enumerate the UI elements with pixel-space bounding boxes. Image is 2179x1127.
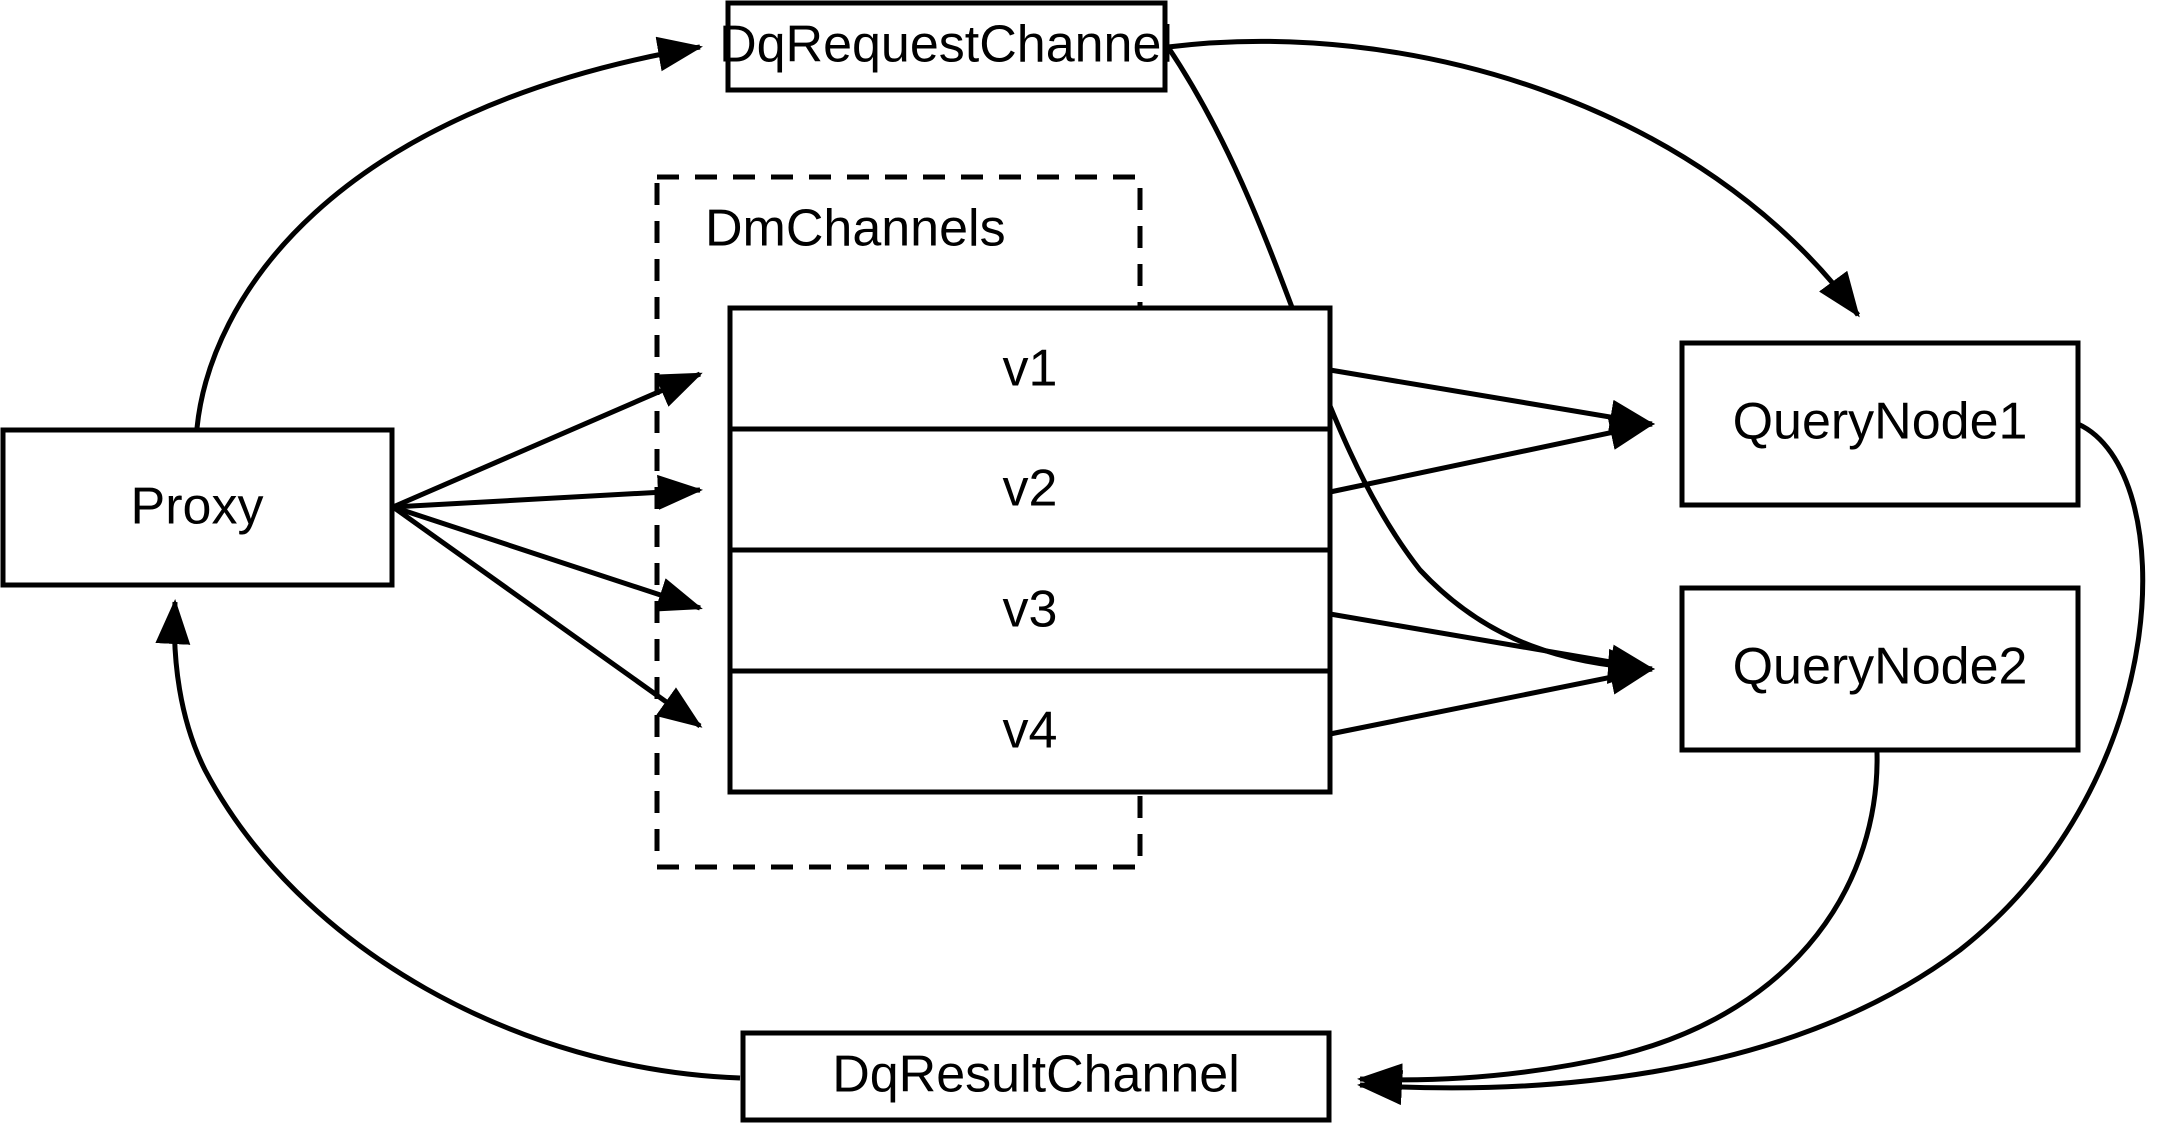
query-node-1-label: QueryNode1: [1733, 393, 2028, 451]
edge-v2-to-query-node-1: [1329, 415, 1655, 495]
channel-row-label-v4: v4: [1003, 702, 1058, 760]
query-node-2-label: QueryNode2: [1733, 638, 2028, 696]
proxy-box[interactable]: [0, 427, 395, 588]
edge-proxy-to-v3: [392, 504, 703, 612]
channel-row-label-v3: v3: [1003, 581, 1058, 639]
edge-v3-to-query-node-2: [1329, 611, 1655, 680]
node-query-node-2[interactable]: QueryNode2: [1679, 585, 2081, 753]
channel-row-label-v2: v2: [1003, 460, 1058, 518]
dm-channels-group-border: [654, 174, 1143, 870]
edge-proxy-to-v1: [392, 371, 703, 510]
node-dq-result-channel[interactable]: DqResultChannel: [740, 1030, 1332, 1123]
query-node-2-box[interactable]: [1679, 585, 2081, 753]
dm-channels-group: DmChannels: [654, 174, 1143, 870]
node-proxy[interactable]: Proxy: [0, 427, 395, 588]
node-dq-request-channel[interactable]: DqRequestChannel: [719, 0, 1173, 93]
node-query-node-1[interactable]: QueryNode1: [1679, 340, 2081, 508]
channel-row-label-v1: v1: [1003, 340, 1058, 398]
dq-result-channel-label: DqResultChannel: [832, 1046, 1240, 1104]
dq-result-channel-box[interactable]: [740, 1030, 1332, 1123]
edges-layer: [155, 36, 2146, 1106]
dq-request-channel-box[interactable]: [725, 0, 1168, 93]
edge-v4-to-query-node-2: [1329, 660, 1655, 737]
edge-dq-result-channel-to-proxy: [155, 599, 741, 1081]
edge-query-node-1-to-dq-result-channel: [1357, 421, 2146, 1106]
query-node-1-box[interactable]: [1679, 340, 2081, 508]
edge-dq-request-channel-to-query-node-1: [1167, 38, 1861, 318]
dm-channels-group-label: DmChannels: [705, 200, 1006, 258]
proxy-label: Proxy: [131, 478, 264, 536]
edge-v1-to-query-node-1: [1329, 367, 1655, 435]
edge-proxy-to-v4: [391, 504, 703, 729]
edge-proxy-to-v2: [392, 474, 703, 510]
edge-proxy-to-dq-request-channel: [194, 36, 703, 429]
channel-stack: v1 v2 v3 v4: [727, 305, 1333, 795]
edge-query-node-2-to-dq-result-channel: [1357, 751, 1880, 1099]
dq-request-channel-label: DqRequestChannel: [719, 16, 1173, 74]
